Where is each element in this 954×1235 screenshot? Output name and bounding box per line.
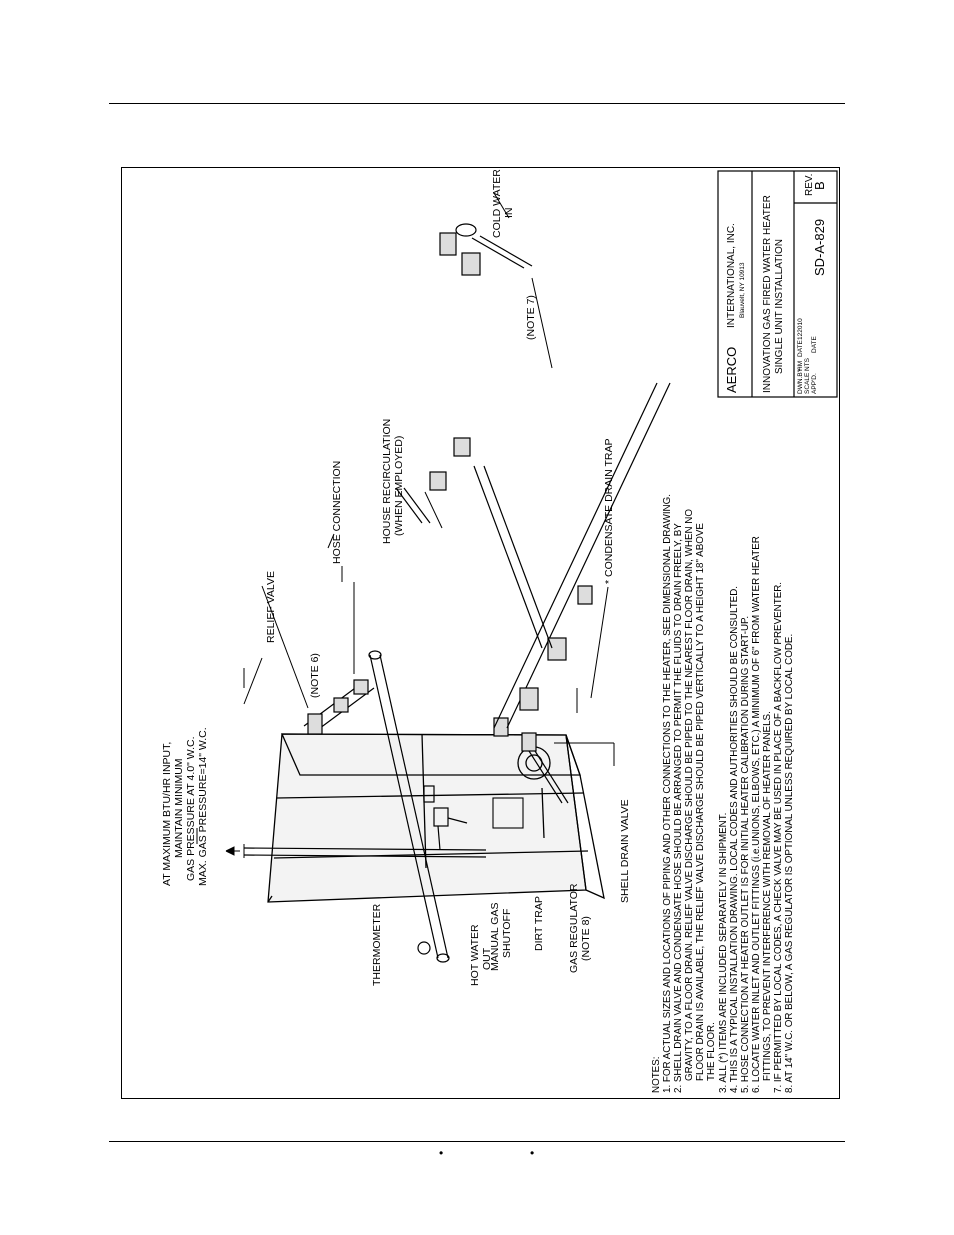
hose-connection-label: HOSE CONNECTION <box>331 461 343 564</box>
note-2: 2. SHELL DRAIN VALVE AND CONDENSATE HOSE… <box>673 523 684 1093</box>
callout-labels: AT MAXIMUM BTU/HR INPUT, MAINTAIN MINIMU… <box>161 169 631 986</box>
scale-label: SCALE <box>804 372 811 394</box>
note-3: 3. ALL (*) ITEMS ARE INCLUDED SEPARATELY… <box>718 813 729 1093</box>
company-address: Blauvelt, NY 10913 <box>739 262 746 318</box>
gas-regulator-line2: (NOTE 8) <box>580 916 592 961</box>
dwn-by-label: DWN.BY <box>797 367 804 394</box>
note-2-cont-1: GRAVITY, TO A FLOOR DRAIN. RELIEF VALVE … <box>684 509 695 1081</box>
footer-bullet-2: • <box>530 1146 535 1160</box>
shell-drain-valve-label: SHELL DRAIN VALVE <box>619 799 631 903</box>
note-6-cont: FITTINGS, TO PREVENT INTERFERENCE WITH R… <box>762 711 773 1081</box>
cold-water-line2: IN <box>503 208 515 219</box>
relief-valve-assembly <box>303 679 375 735</box>
rev-value: B <box>812 181 827 190</box>
drain-assembly <box>493 717 569 804</box>
note-8: 8. AT 14" W.C. OR BELOW, A GAS REGULATOR… <box>784 634 795 1093</box>
hot-water-out-line1: HOT WATER <box>469 924 481 986</box>
cold-water-line1: COLD WATER <box>491 169 503 238</box>
dirt-trap-label: DIRT TRAP <box>533 896 545 951</box>
cold-water-pipe <box>395 223 671 729</box>
note6-label: (NOTE 6) <box>309 653 321 698</box>
footer: • • <box>0 1146 954 1166</box>
header-rule <box>109 103 845 104</box>
drawing-title-line2: SINGLE UNIT INSTALLATION <box>774 239 785 374</box>
notes-heading: NOTES: <box>651 1057 662 1093</box>
note7-label: (NOTE 7) <box>525 295 537 340</box>
footer-bullet-1: • <box>439 1146 444 1160</box>
note-7: 7. IF PERMITTED BY LOCAL CODES, A CHECK … <box>773 582 784 1093</box>
footer-rule <box>109 1141 845 1142</box>
hot-water-pipe <box>368 650 450 963</box>
manual-gas-shutoff-line2: SHUTOFF <box>501 909 513 958</box>
gas-input-line1: AT MAXIMUM BTU/HR INPUT, <box>161 742 173 886</box>
gas-input-line3: GAS PRESSURE AT 4.0" W.C. <box>185 736 197 881</box>
company-name: INTERNATIONAL, INC. <box>726 223 737 328</box>
title-block <box>717 170 838 398</box>
note-6: 6. LOCATE WATER INLET AND OUTLET FITTING… <box>751 536 762 1093</box>
date-value: 122010 <box>797 318 804 340</box>
rev-label: REV. <box>804 174 815 196</box>
note-1: 1. FOR ACTUAL SIZES AND LOCATIONS OF PIP… <box>662 494 673 1093</box>
gas-train <box>243 785 487 858</box>
thermometer-label: THERMOMETER <box>371 903 383 986</box>
note-2-cont-2: FLOOR DRAIN IS AVAILABLE, THE RELIEF VAL… <box>695 523 706 1081</box>
title-block-text: AERCO INTERNATIONAL, INC. Blauvelt, NY 1… <box>724 174 827 394</box>
relief-valve-label: RELIEF VALVE <box>265 571 277 643</box>
note-5: 5. HOSE CONNECTION AT HEATER OUTLET IS F… <box>740 616 751 1093</box>
gas-input-line4: MAX. GAS PRESSURE=14" W.C. <box>197 727 209 886</box>
condensate-drain-trap-label: * CONDENSATE DRAIN TRAP <box>603 439 615 584</box>
note-2-cont-3: THE FLOOR. <box>706 1022 717 1081</box>
note-4: 4. THIS IS A TYPICAL INSTALLATION DRAWIN… <box>729 586 740 1093</box>
hot-water-out-line2: OUT <box>481 947 493 970</box>
drawing-title-line1: INNOVATION GAS FIRED WATER HEATER <box>762 195 773 393</box>
date-label: DATE <box>797 339 804 357</box>
appd-date-label: DATE <box>811 335 818 353</box>
leader-lines <box>196 192 615 858</box>
heater-cabinet <box>267 733 605 903</box>
drawing-canvas: AERCO INTERNATIONAL, INC. Blauvelt, NY 1… <box>161 169 838 1093</box>
logo-aerco: AERCO <box>724 347 739 393</box>
scale-value: NTS <box>804 357 811 371</box>
installation-drawing: AERCO INTERNATIONAL, INC. Blauvelt, NY 1… <box>121 167 840 1099</box>
appd-label: APP'D. <box>811 373 818 394</box>
manual-gas-shutoff-line1: MANUAL GAS <box>489 903 501 971</box>
gas-regulator-line1: GAS REGULATOR <box>568 883 580 973</box>
house-recirculation-line2: (WHEN EMPLOYED) <box>393 436 405 536</box>
house-recirculation-line1: HOUSE RECIRCULATION <box>381 419 393 544</box>
drawing-number: SD-A-829 <box>812 219 827 276</box>
notes: NOTES: 1. FOR ACTUAL SIZES AND LOCATIONS… <box>651 494 795 1093</box>
dwn-by-value: HM <box>797 361 804 371</box>
gas-input-line2: MAINTAIN MINIMUM <box>173 758 185 858</box>
